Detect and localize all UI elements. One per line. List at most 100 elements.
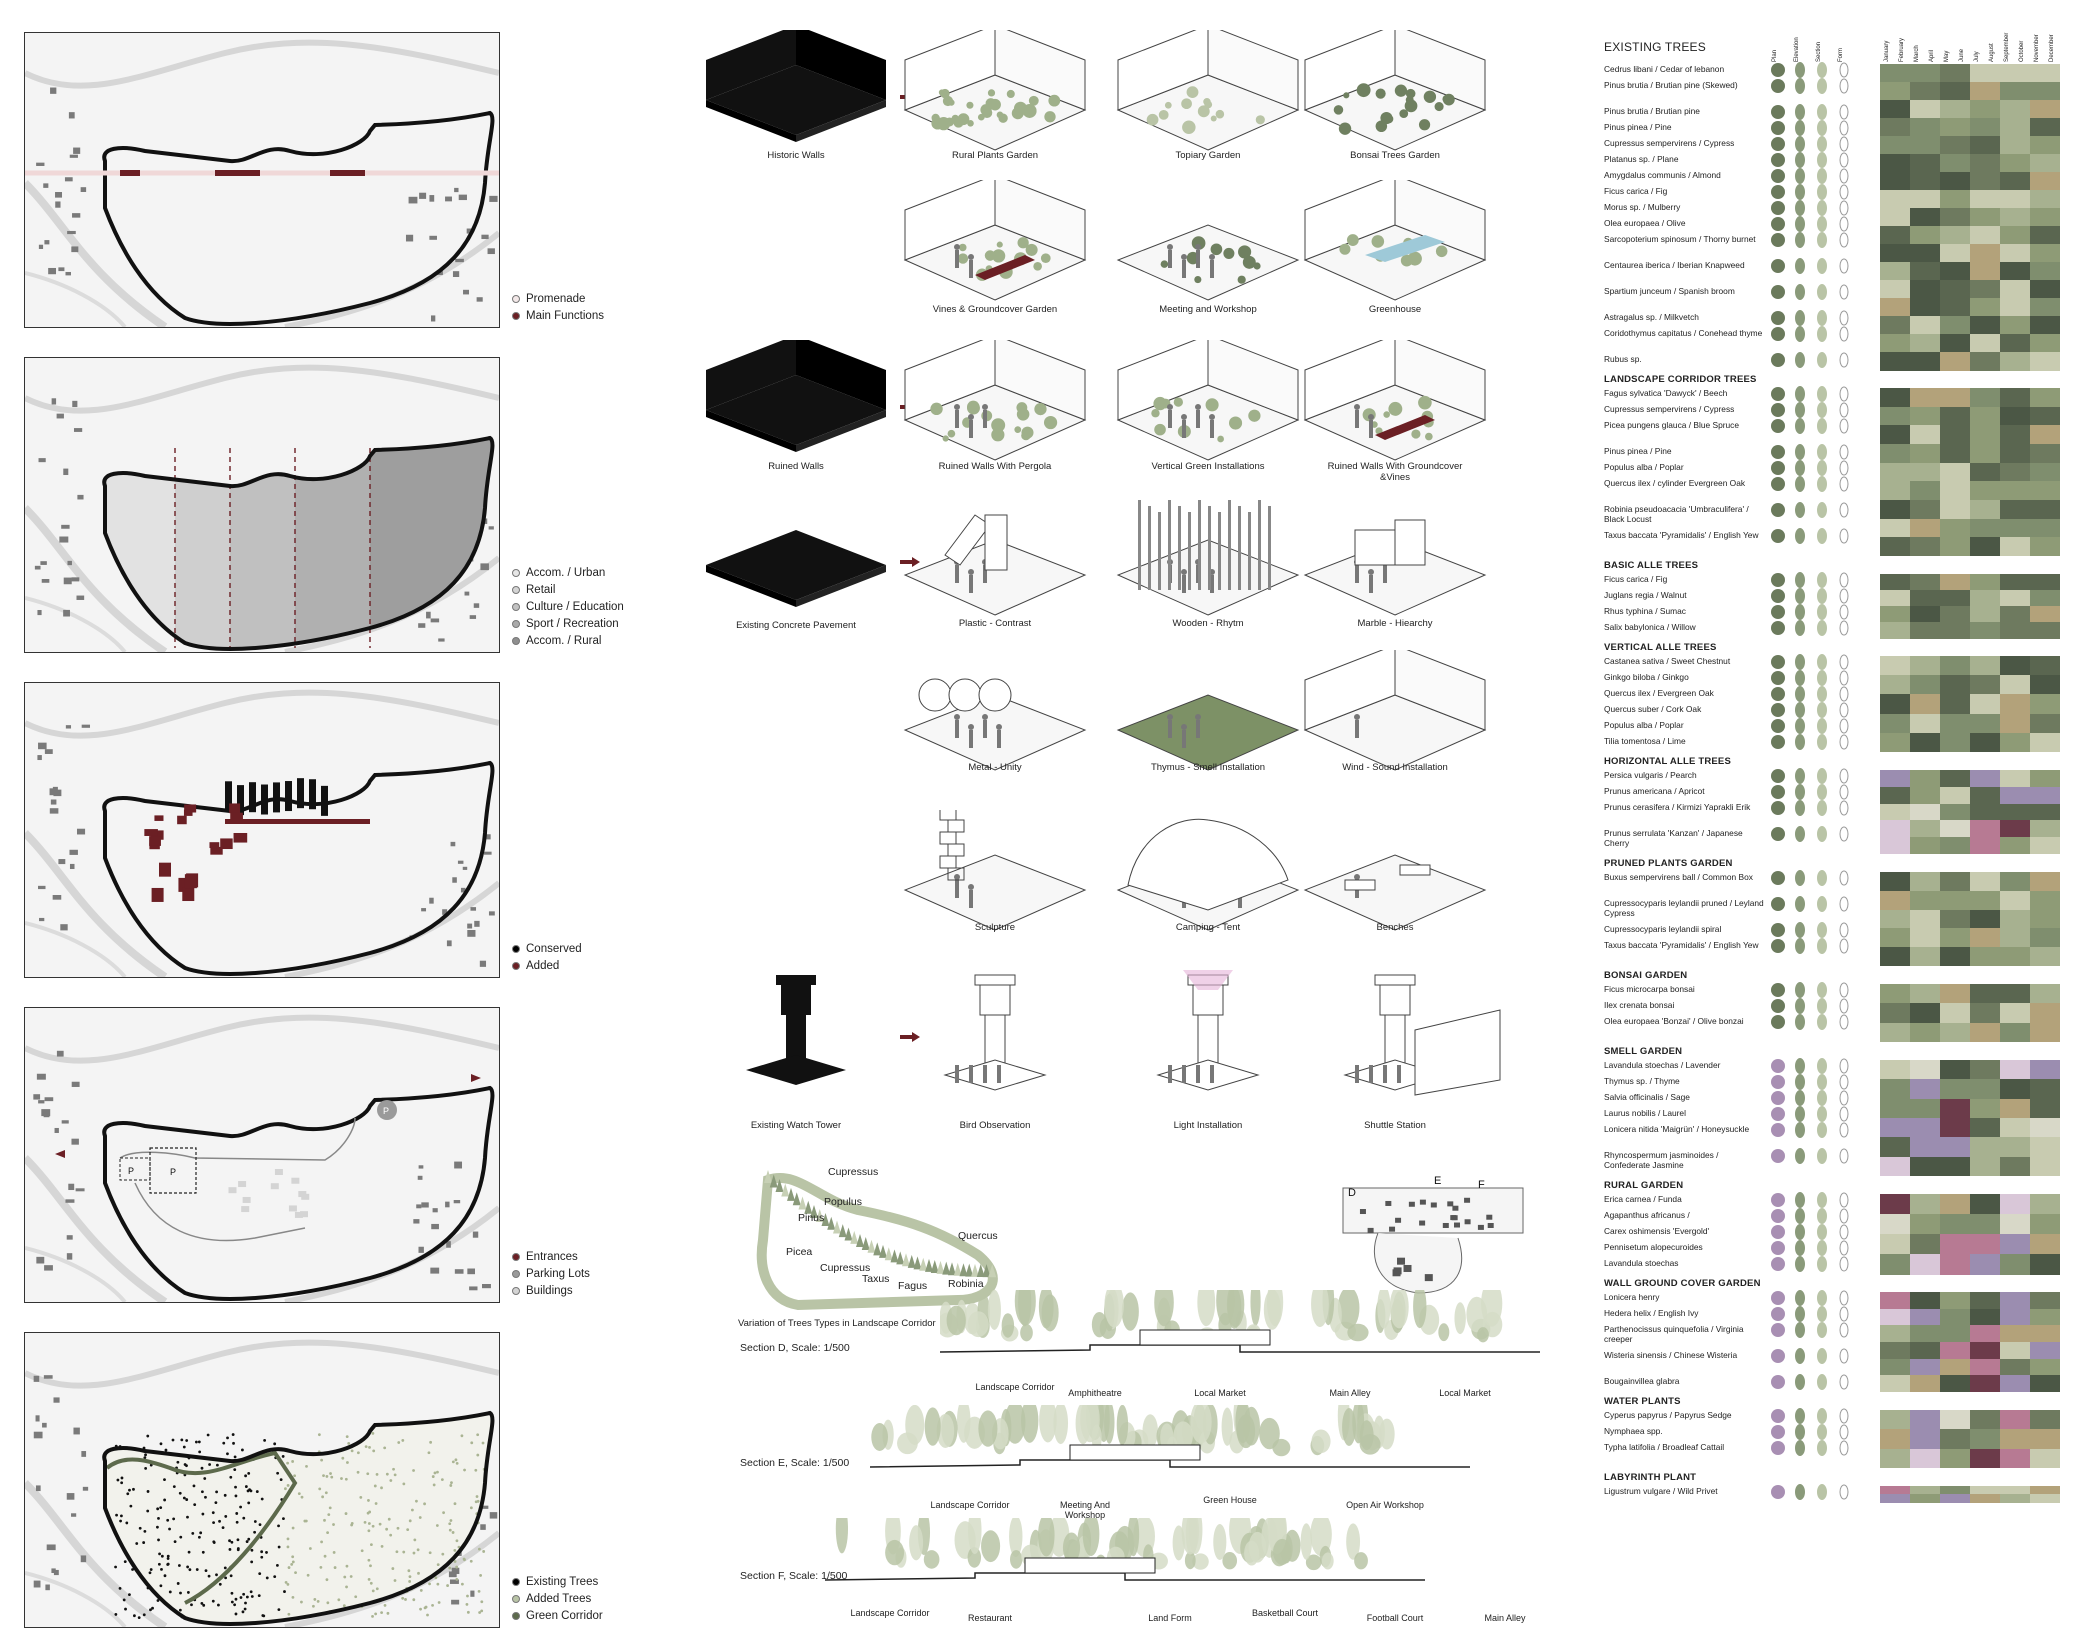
added-building [230, 812, 243, 822]
section-label: Main Alley [1484, 1613, 1526, 1623]
context-building [65, 725, 72, 729]
tree-dot [371, 1431, 375, 1435]
plant-symbol-row [1771, 136, 1849, 152]
tree-dot [120, 1481, 124, 1485]
axonometric-drawing [1303, 180, 1487, 301]
plant-mark [1154, 423, 1166, 436]
tree-dot [401, 1439, 405, 1442]
section-tree [909, 1525, 924, 1561]
flowering-calendar-cell [2030, 770, 2060, 788]
month-label: July [1974, 51, 1980, 62]
tree-dot [192, 1484, 196, 1488]
tree-dot [212, 1540, 216, 1544]
arrow-icon [900, 1032, 920, 1042]
person-figure [954, 244, 960, 250]
person-figure [1181, 724, 1187, 730]
elevation-symbol-icon [1795, 686, 1805, 702]
flowering-calendar-cell [1970, 425, 2000, 445]
tree-dot [477, 1590, 481, 1593]
tree-dot [326, 1531, 330, 1535]
axonometric-drawing [903, 678, 1087, 771]
plan-symbol-icon [1771, 1091, 1785, 1105]
plan-symbol-icon [1771, 1409, 1785, 1423]
flowering-calendar-cell [1970, 172, 2000, 191]
plant-species-name: Robinia pseudoacacia 'Umbraculifera' / B… [1604, 504, 1749, 524]
corridor-tree [798, 1196, 807, 1210]
legend-row: Buildings [512, 1282, 590, 1299]
plant-species-name: Lavandula stoechas [1604, 1258, 1679, 1268]
flowering-calendar-cell [2030, 1375, 2060, 1393]
section-symbol-icon [1817, 152, 1827, 168]
tree-dot [163, 1478, 166, 1482]
flowering-calendar-cell [1970, 1358, 2000, 1376]
plant-symbol-row [1771, 326, 1849, 342]
tree-dot [448, 1528, 452, 1532]
plan-symbol-icon [1771, 735, 1785, 749]
flowering-calendar-cell [1880, 100, 1910, 119]
plan-symbol-icon [1771, 1241, 1785, 1255]
plan-symbol-icon [1771, 897, 1785, 911]
section-tree [1053, 1405, 1069, 1445]
month-label: January [1884, 40, 1890, 62]
tree-dot [402, 1482, 406, 1486]
tree-dot [475, 1495, 479, 1498]
diagram-caption: Ruined Walls With Groundcover &Vines [1327, 461, 1463, 483]
elevation-symbol-icon [1795, 444, 1805, 460]
tree-dot [276, 1471, 280, 1475]
tree-dot [277, 1608, 281, 1612]
axonometric-drawing [943, 974, 1047, 1091]
section-label: Landscape Corridor [975, 1382, 1055, 1392]
flowering-calendar-cell [2030, 1448, 2060, 1469]
flowering-calendar-cell [1970, 947, 2000, 967]
plant-mark [1394, 84, 1408, 97]
tree-dot [279, 1478, 283, 1481]
plant-mark [1223, 247, 1235, 259]
tree-dot [215, 1573, 218, 1577]
plan-symbol-icon [1771, 769, 1785, 783]
diagram-caption: Vines & Groundcover Garden [932, 304, 1058, 315]
black-wall [706, 340, 796, 410]
flowering-calendar-cell [2030, 1234, 2060, 1255]
form-symbol-icon [1839, 784, 1849, 800]
tree-dot [236, 1547, 240, 1550]
sculpture-cube [947, 843, 965, 857]
site-panel [24, 682, 500, 978]
tree-dot [176, 1460, 180, 1464]
site-boundary [102, 435, 495, 651]
flowering-calendar-cell [1880, 1429, 1910, 1450]
tree-dot [481, 1441, 485, 1445]
plant-species-name: Morus sp. / Mulberry [1604, 202, 1681, 212]
tree-dot [318, 1487, 322, 1491]
plant-species-name: Platanus sp. / Plane [1604, 154, 1679, 164]
flowering-calendar-cell [1970, 226, 2000, 245]
legend-label: Buildings [526, 1284, 573, 1297]
tree-dot [243, 1607, 247, 1611]
legend-label: Parking Lots [526, 1267, 590, 1280]
form-symbol-icon [1839, 654, 1849, 670]
site-map-svg [25, 689, 499, 977]
section-symbol-icon [1817, 620, 1827, 636]
tree-dot [247, 1501, 251, 1505]
section-symbol-icon [1817, 200, 1827, 216]
flowering-calendar-cell [1880, 1234, 1910, 1255]
section-symbol-icon [1817, 184, 1827, 200]
person-figure [1181, 569, 1187, 575]
plant-symbol-row [1771, 800, 1849, 816]
flowering-calendar-cell [1910, 890, 1940, 911]
form-symbol-icon [1839, 418, 1849, 434]
form-symbol-icon [1839, 1148, 1849, 1164]
tree-dot [367, 1522, 371, 1525]
section-tree [1466, 1296, 1488, 1333]
tree-dot [466, 1594, 469, 1598]
tree-dot [286, 1582, 290, 1586]
black-slab-side [706, 565, 796, 607]
flowering-calendar-cell [2000, 425, 2030, 445]
context-building [426, 611, 431, 619]
tree-dot [242, 1516, 246, 1520]
plant-symbol-row [1771, 702, 1849, 718]
person-figure [1354, 404, 1360, 410]
flowering-calendar-cell [1970, 388, 2000, 408]
form-symbol-icon [1839, 1058, 1849, 1074]
person-figure [955, 410, 959, 428]
